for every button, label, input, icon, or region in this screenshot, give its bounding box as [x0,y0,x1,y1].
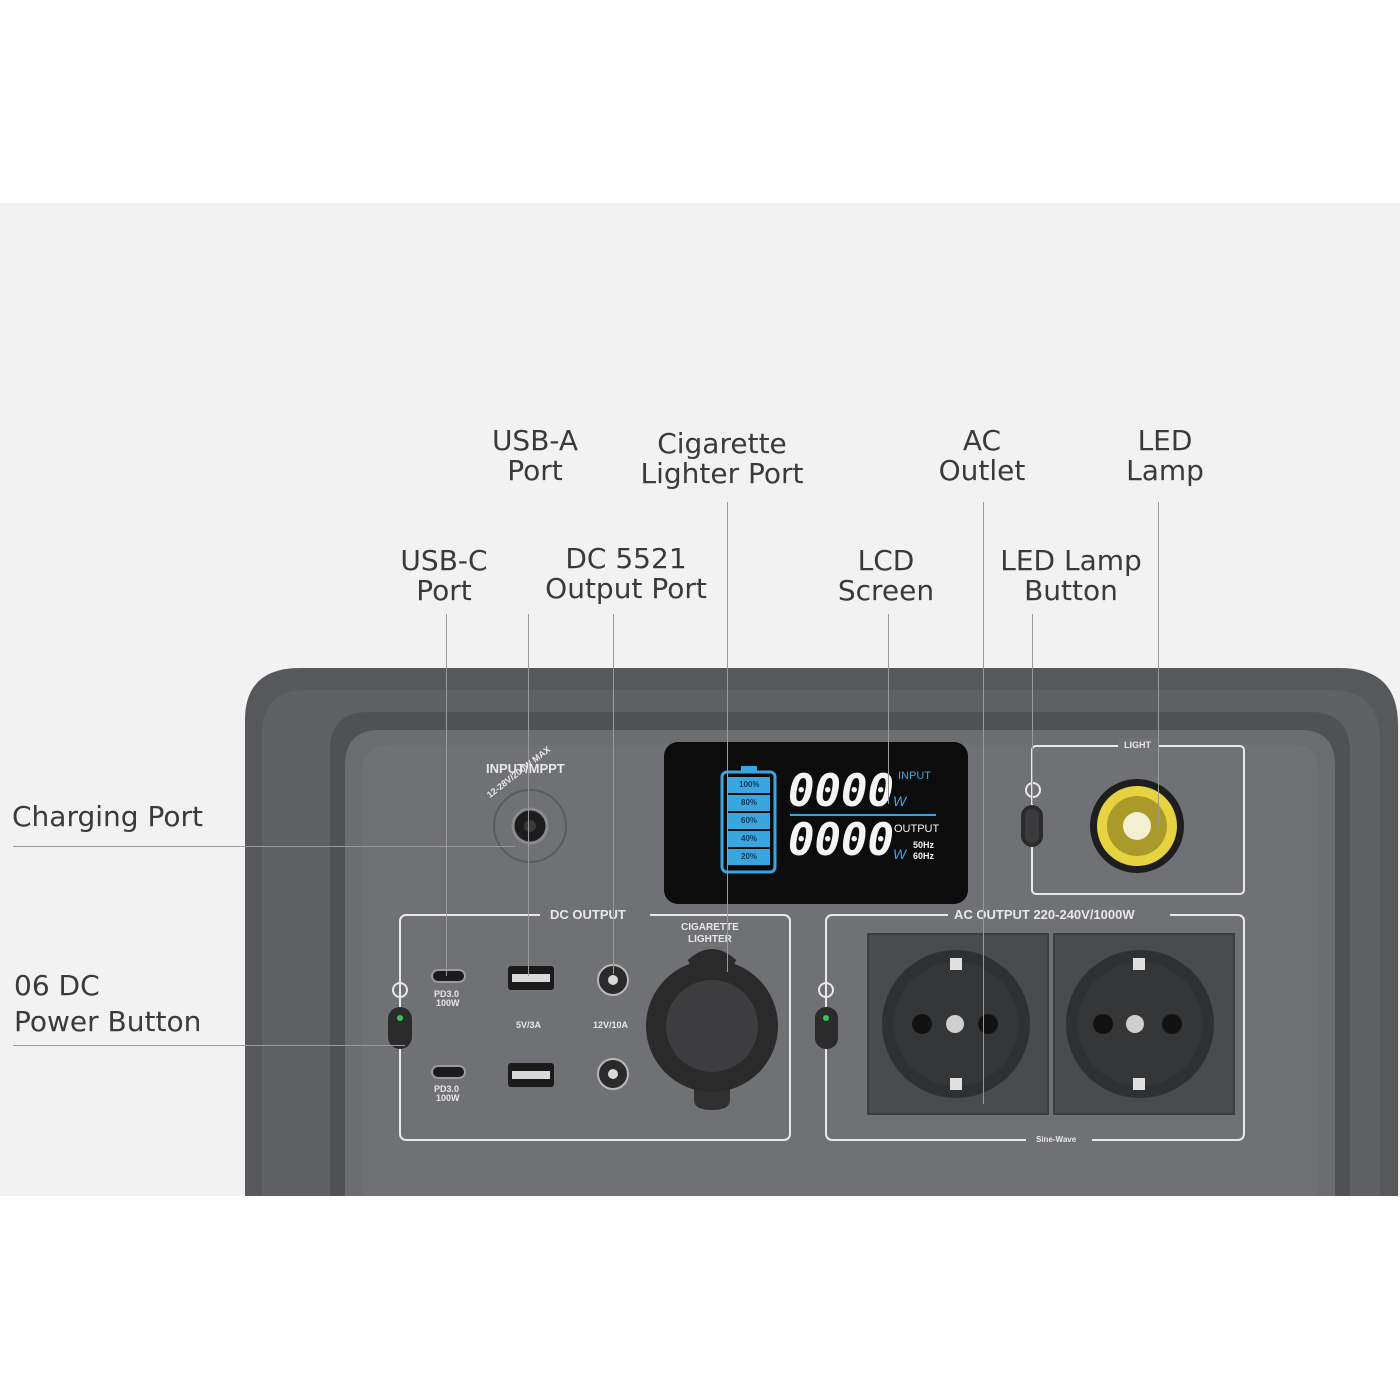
usba-spec: 5V/3A [516,1020,542,1030]
cigarette-device-label: CIGARETTE [681,922,739,933]
ac-output-label: AC OUTPUT 220-240V/1000W [954,907,1135,922]
leader-charging-port [13,846,515,847]
leader-led-lamp [1158,502,1159,828]
lcd-battery-80: 80% [741,798,758,807]
lcd-output-value: 0000 [788,815,894,866]
usb-c-port-bottom [431,1065,466,1079]
leader-cigarette [727,502,728,972]
charging-port [493,789,567,863]
usb-a-port-bottom [508,1063,554,1087]
dc-power-button[interactable] [388,982,412,1049]
light-label: LIGHT [1124,740,1151,750]
leader-ac-outlet [983,502,984,1104]
leader-usb-a [528,614,529,976]
dc-output-label: DC OUTPUT [550,907,626,922]
lcd-freq-50: 50Hz [913,840,935,850]
usb-c-port-top [431,969,466,983]
led-lamp [1090,779,1184,873]
dc-spec: 12V/10A [593,1020,629,1030]
leader-lcd [888,614,889,804]
lcd-input-value: 0000 [788,766,894,817]
lcd-battery-20: 20% [741,852,758,861]
lcd-battery-60: 60% [741,816,758,825]
usbc-spec-bottom-1: PD3.0 [434,1084,460,1094]
lcd-input-unit: W [893,793,907,809]
lcd-freq-60: 60Hz [913,851,935,861]
led-lamp-button[interactable] [1021,782,1043,847]
leader-dc5521 [613,614,614,974]
lcd-battery-40: 40% [741,834,758,843]
usb-a-port-top [508,966,554,990]
usbc-spec-bottom-2: 100W [436,1093,460,1103]
lcd-battery-indicator [720,766,777,874]
leader-usb-c [446,614,447,976]
leader-led-button [1032,614,1033,804]
lcd-input-label: INPUT [898,770,931,782]
dc5521-port-bottom [597,1058,629,1090]
lcd-output-unit: W [893,846,907,862]
input-mppt-label: INPUT/MPPT [486,761,565,776]
ac-power-button[interactable] [815,982,838,1049]
cigarette-lighter-port [646,949,778,1110]
usbc-spec-top-2: 100W [436,998,460,1008]
ac-outlet-left [867,933,1049,1115]
ac-outlet-right [1053,933,1235,1115]
sine-wave-label: Sine-Wave [1036,1135,1077,1144]
usbc-spec-top-1: PD3.0 [434,989,460,999]
leader-dc-power [13,1045,405,1046]
lcd-battery-100: 100% [739,780,760,789]
callout-charging-port: Charging Port [12,800,203,833]
lcd-output-label: OUTPUT [894,823,940,835]
cigarette-device-label-2: LIGHTER [688,934,732,945]
